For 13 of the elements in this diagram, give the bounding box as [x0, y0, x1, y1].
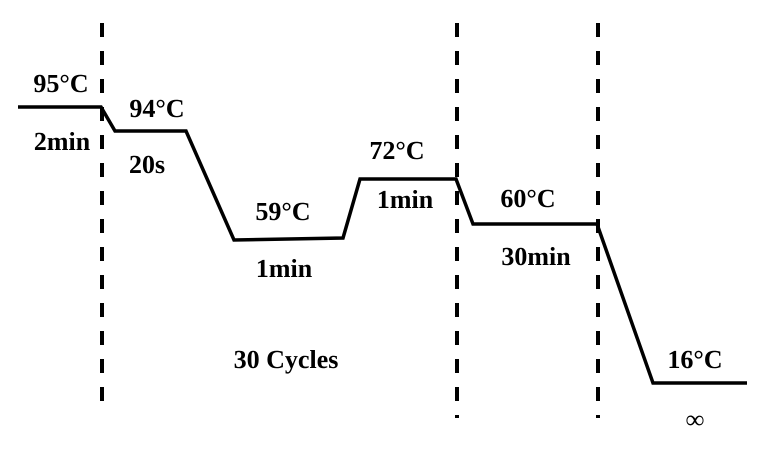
- cycle-count-label: 30 Cycles: [234, 350, 338, 374]
- temperature-label: 16°C: [670, 350, 721, 368]
- temperature-label: 60°C: [501, 190, 554, 208]
- temperature-label: 95°C: [34, 74, 87, 92]
- temperature-label: 94°C: [130, 100, 183, 118]
- duration-label: 20s: [130, 156, 164, 174]
- duration-label: 1min: [258, 258, 312, 277]
- temperature-label: 72°C: [370, 142, 423, 160]
- temperature-label: 59°C: [256, 202, 309, 220]
- duration-label: 30min: [502, 246, 570, 266]
- hold-duration-label: ∞: [686, 416, 704, 426]
- duration-label: 1min: [378, 190, 433, 208]
- duration-label: 2min: [34, 132, 90, 150]
